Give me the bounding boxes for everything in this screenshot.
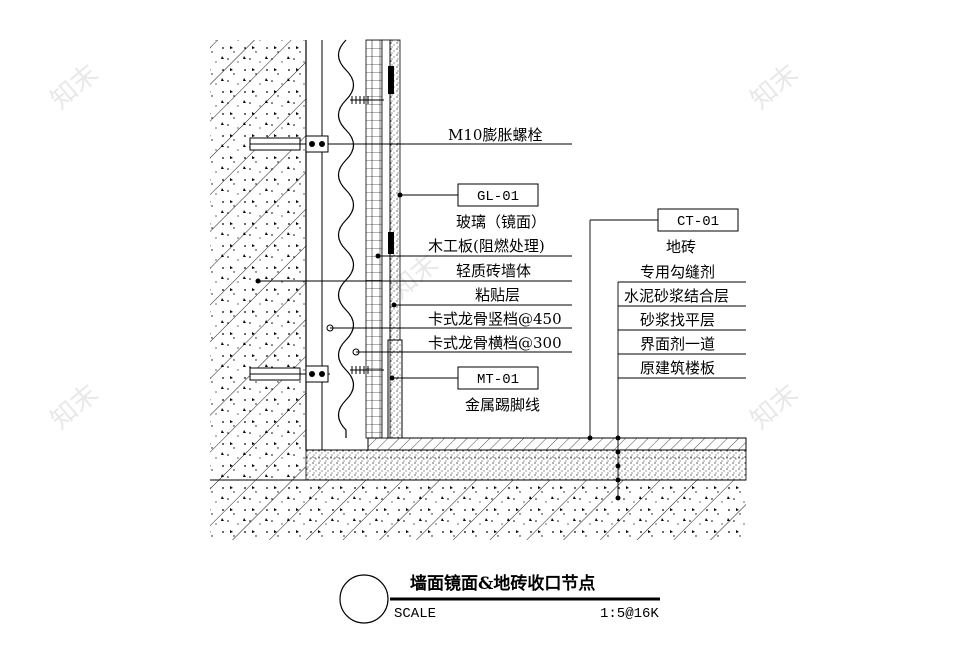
watermark: 知末 — [745, 379, 804, 435]
wood-board-label: 木工板(阻燃处理) — [428, 237, 545, 255]
wall-cladding — [306, 39, 403, 451]
glass-label: 玻璃（镜面） — [456, 213, 546, 231]
adhesive-label: 粘贴层 — [475, 286, 520, 304]
floor-slab — [210, 479, 746, 540]
bolt-label: M10膨胀螺栓 — [448, 126, 542, 144]
mt-code-label: MT-01 — [477, 372, 519, 388]
code-boxes — [457, 183, 739, 390]
watermark: 知末 — [45, 59, 104, 115]
scale-value: 1:5@16K — [600, 606, 659, 622]
grout-label: 专用勾缝剂 — [640, 263, 715, 281]
ct-code-label: CT-01 — [677, 214, 719, 230]
floor-tile-label: 地砖 — [666, 238, 696, 256]
bolts — [249, 96, 384, 383]
interface-agent-label: 界面剂一道 — [640, 335, 715, 353]
leveling-label: 砂浆找平层 — [640, 311, 715, 329]
concrete-wall — [210, 40, 307, 480]
mortar-bond-label: 水泥砂浆结合层 — [624, 287, 729, 305]
watermark: 知末 — [45, 379, 104, 435]
leader-dots — [255, 192, 621, 501]
floor-slab-label: 原建筑楼板 — [640, 359, 715, 377]
leader-lines — [258, 143, 746, 500]
gl-code-label: GL-01 — [477, 189, 519, 205]
drawing-title: 墙面镜面&地砖收口节点 — [410, 573, 595, 594]
light-brick-label: 轻质砖墙体 — [456, 262, 531, 280]
title-block — [339, 574, 660, 624]
keel-vertical-label: 卡式龙骨竖档@450 — [428, 310, 562, 328]
keel-horizontal-label: 卡式龙骨横档@300 — [428, 334, 562, 352]
scale-label: SCALE — [394, 606, 436, 622]
metal-skirting-label: 金属踢脚线 — [465, 396, 540, 414]
watermark: 知末 — [745, 59, 804, 115]
floor-layers — [305, 437, 747, 481]
